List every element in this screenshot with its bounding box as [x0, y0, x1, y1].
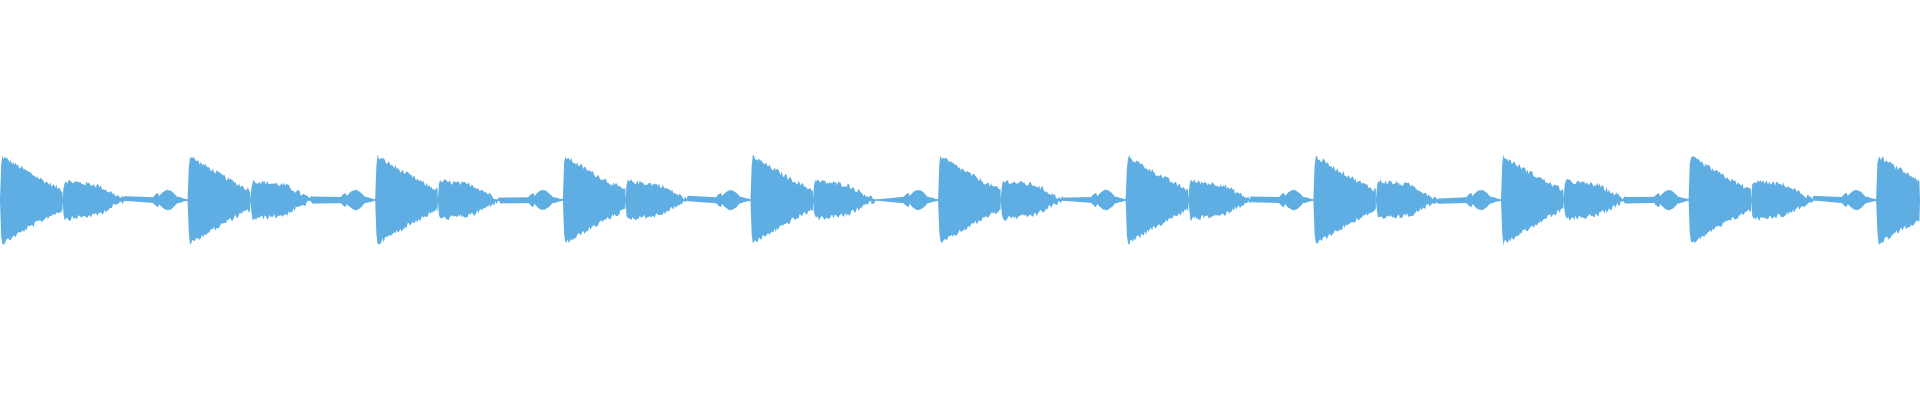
waveform-shape: [0, 154, 1920, 246]
